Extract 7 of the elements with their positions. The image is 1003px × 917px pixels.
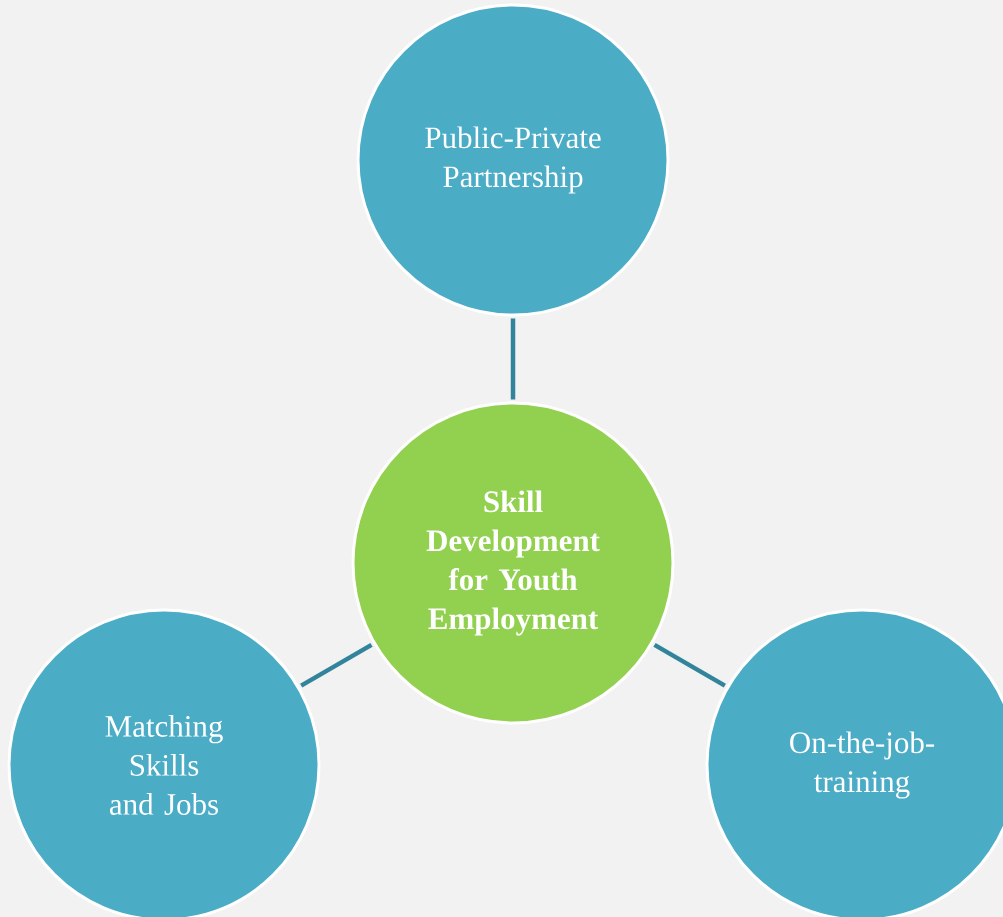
circle-node: On-the-job-training xyxy=(705,608,1003,917)
connector-line xyxy=(300,642,373,688)
connector-line xyxy=(653,642,726,688)
circle-node: Public-Private Partnership xyxy=(356,3,670,317)
circle-node: Skill Development for Youth Employment xyxy=(351,401,675,725)
connector-line xyxy=(510,318,516,400)
circle-node: Matching Skills and Jobs xyxy=(7,608,321,917)
